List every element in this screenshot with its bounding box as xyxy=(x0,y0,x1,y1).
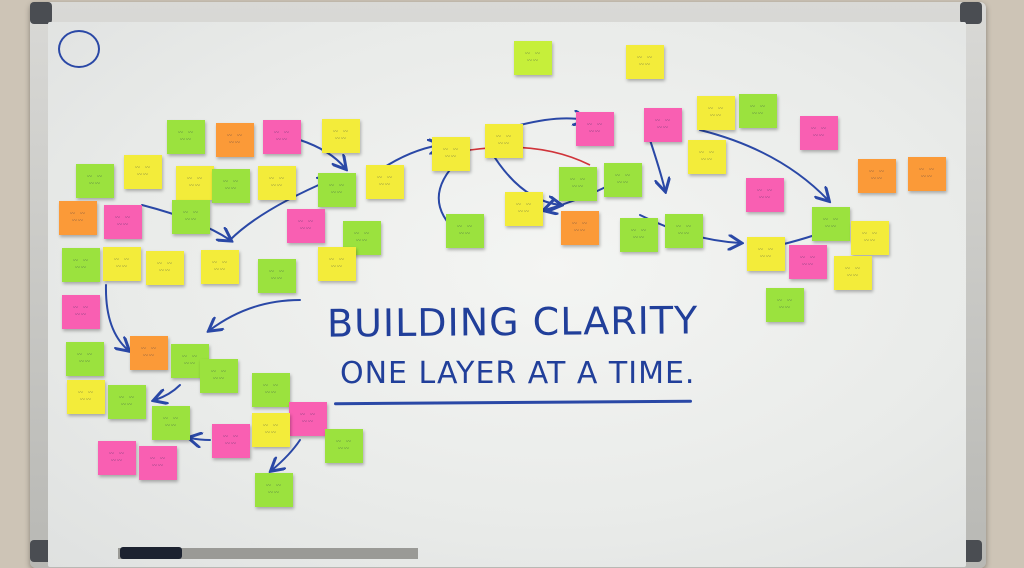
sticky-note xyxy=(766,288,804,322)
sticky-note xyxy=(505,192,543,226)
sticky-note xyxy=(485,124,523,158)
sticky-note xyxy=(688,140,726,174)
sticky-note xyxy=(108,385,146,419)
sticky-note xyxy=(263,120,301,154)
sticky-note xyxy=(620,218,658,252)
sticky-note xyxy=(76,164,114,198)
sticky-note xyxy=(746,178,784,212)
sticky-note xyxy=(59,201,97,235)
sticky-note xyxy=(62,295,100,329)
sticky-note xyxy=(66,342,104,376)
sticky-note xyxy=(103,247,141,281)
subline-text: ONE LAYER AT A TIME. xyxy=(340,356,696,391)
sticky-note xyxy=(446,214,484,248)
frame-corner-top-right xyxy=(960,2,982,24)
sticky-note xyxy=(98,441,136,475)
sticky-note xyxy=(747,237,785,271)
sticky-note xyxy=(172,200,210,234)
sticky-note xyxy=(124,155,162,189)
sticky-note xyxy=(167,120,205,154)
sticky-note xyxy=(201,250,239,284)
whiteboard-surface xyxy=(48,22,966,567)
marker-tray xyxy=(118,548,418,559)
sticky-note xyxy=(908,157,946,191)
sticky-note xyxy=(255,473,293,507)
sticky-note xyxy=(130,336,168,370)
sticky-note xyxy=(62,248,100,282)
sticky-note xyxy=(739,94,777,128)
sticky-note xyxy=(325,429,363,463)
sticky-note xyxy=(812,207,850,241)
sticky-note xyxy=(665,214,703,248)
sticky-note xyxy=(287,209,325,243)
sticky-note xyxy=(252,413,290,447)
sticky-note xyxy=(559,167,597,201)
sticky-note xyxy=(366,165,404,199)
sticky-note xyxy=(789,245,827,279)
sticky-note xyxy=(67,380,105,414)
sticky-note xyxy=(851,221,889,255)
sticky-note xyxy=(576,112,614,146)
sticky-note xyxy=(146,251,184,285)
sticky-note xyxy=(604,163,642,197)
sticky-note xyxy=(139,446,177,480)
sticky-note xyxy=(514,41,552,75)
sticky-note xyxy=(152,406,190,440)
sticky-note xyxy=(212,169,250,203)
sticky-note xyxy=(200,359,238,393)
sticky-note xyxy=(626,45,664,79)
sticky-note xyxy=(697,96,735,130)
sticky-note xyxy=(289,402,327,436)
sticky-note xyxy=(800,116,838,150)
sticky-note xyxy=(644,108,682,142)
board-stamp-doodle xyxy=(58,30,100,68)
sticky-note xyxy=(212,424,250,458)
frame-corner-bottom-left xyxy=(30,540,52,562)
sticky-note xyxy=(216,123,254,157)
frame-corner-top-left xyxy=(30,2,52,24)
sticky-note xyxy=(318,247,356,281)
sticky-note xyxy=(322,119,360,153)
sticky-note xyxy=(858,159,896,193)
sticky-note xyxy=(834,256,872,290)
sticky-note xyxy=(252,373,290,407)
sticky-note xyxy=(432,137,470,171)
sticky-note xyxy=(176,166,214,200)
sticky-note xyxy=(258,166,296,200)
marker-pen xyxy=(120,547,182,559)
sticky-note xyxy=(561,211,599,245)
sticky-note xyxy=(318,173,356,207)
headline-text: BUILDING CLARITY xyxy=(326,298,699,346)
sticky-note xyxy=(104,205,142,239)
sticky-note xyxy=(258,259,296,293)
